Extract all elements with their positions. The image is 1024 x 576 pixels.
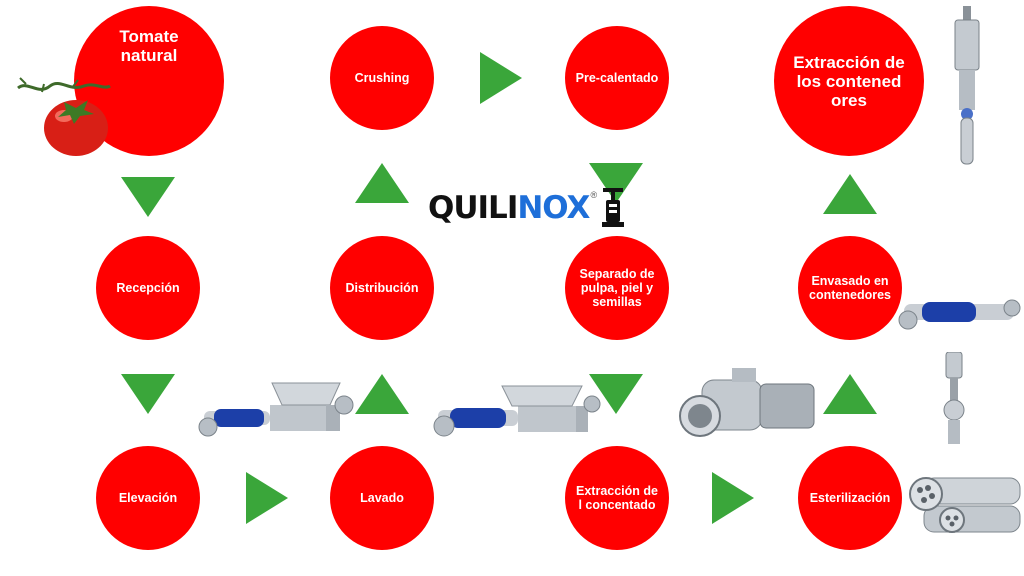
drum-unloader-icon [954, 6, 980, 165]
node-label: Tomate natural [119, 27, 179, 65]
logo-registered-mark: ® [590, 190, 598, 200]
lobe-pump-icon [679, 368, 815, 437]
node-label: Distribución [345, 281, 419, 295]
node-label: Extracción de los contenedores [793, 52, 905, 110]
quilinox-logo: QUILINOX ® [428, 186, 626, 230]
node-label: Esterilización [809, 491, 891, 505]
aseptic-valve-icon [943, 352, 965, 444]
arrow-down-icon [121, 177, 175, 217]
node-extraccion-contenedores: Extracción de los contenedores [774, 6, 924, 156]
arrow-right-icon [712, 472, 754, 524]
node-precalentado: Pre-calentado [565, 26, 669, 130]
node-label: Pre-calentado [575, 71, 659, 85]
node-crushing: Crushing [330, 26, 434, 130]
node-label: Elevación [118, 491, 178, 505]
node-label: Envasado en contenedores [809, 274, 891, 302]
node-extraccion-concentrado: Extracción del concentado [565, 446, 669, 550]
node-distribucion: Distribución [330, 236, 434, 340]
arrow-right-icon [246, 472, 288, 524]
valve-icon [602, 188, 625, 227]
progressive-cavity-pump-icon [198, 382, 354, 437]
node-elevacion: Elevación [96, 446, 200, 550]
arrow-up-icon [355, 163, 409, 203]
arrow-up-icon [355, 374, 409, 414]
node-lavado: Lavado [330, 446, 434, 550]
arrow-up-icon [823, 174, 877, 214]
node-label: Recepción [116, 281, 180, 295]
logo-text: QUILINOX [428, 190, 590, 226]
arrow-down-icon [121, 374, 175, 414]
node-recepcion: Recepción [96, 236, 200, 340]
heat-exchanger-icon [909, 477, 1021, 533]
node-separado: Separado de pulpa, piel y semillas [565, 236, 669, 340]
node-label: Crushing [354, 71, 410, 85]
arrow-up-icon [823, 374, 877, 414]
progressive-cavity-pump-icon [433, 385, 601, 437]
node-label: Extracción del concentado [576, 484, 658, 512]
progressive-cavity-pump-icon [898, 299, 1021, 330]
node-envasado: Envasado en contenedores [798, 236, 902, 340]
arrow-down-icon [589, 163, 643, 203]
tomato-icon [17, 77, 111, 156]
node-label: Lavado [360, 491, 404, 505]
node-esterilizacion: Esterilización [798, 446, 902, 550]
node-label: Separado de pulpa, piel y semillas [579, 267, 655, 309]
arrow-right-icon [480, 52, 522, 104]
